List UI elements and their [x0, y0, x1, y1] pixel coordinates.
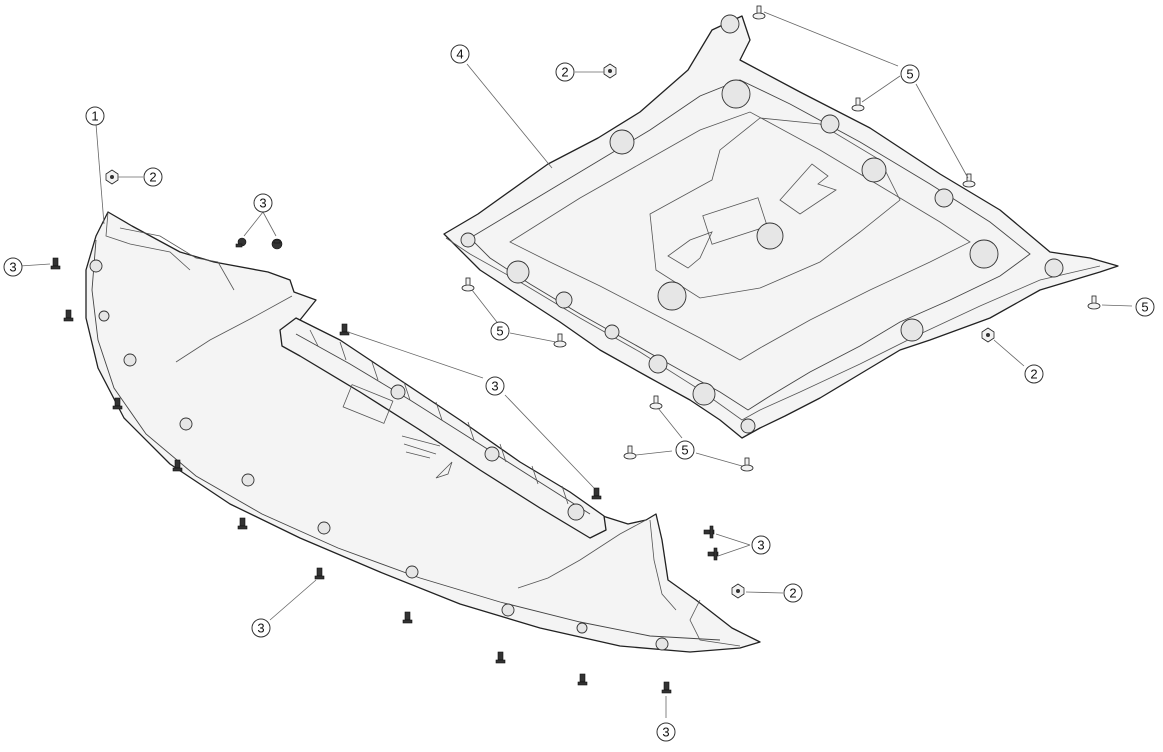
callout-label: 3 [662, 725, 669, 740]
callout-1: 1 [85, 106, 105, 126]
push-clip [235, 237, 247, 248]
flange-nut [105, 169, 119, 185]
callout-label: 4 [456, 47, 463, 62]
callout-3: 3 [251, 618, 271, 638]
callout-label: 5 [681, 443, 688, 458]
push-clip [63, 309, 74, 322]
push-clip [172, 459, 183, 472]
push-clip [707, 547, 719, 561]
callout-3: 3 [253, 193, 273, 213]
callout-label: 5 [496, 324, 503, 339]
callout-label: 5 [1141, 300, 1148, 315]
push-clip [271, 238, 283, 250]
stud-clip [740, 457, 754, 472]
callout-3: 3 [3, 257, 23, 277]
callout-3: 3 [656, 722, 676, 742]
callout-3: 3 [751, 535, 771, 555]
push-clip [577, 673, 588, 686]
callout-label: 2 [789, 586, 796, 601]
callout-2: 2 [783, 583, 803, 603]
callout-5: 5 [675, 440, 695, 460]
callout-label: 2 [1030, 367, 1037, 382]
callout-label: 2 [149, 170, 156, 185]
callout-5: 5 [490, 321, 510, 341]
callout-label: 1 [91, 109, 98, 124]
stud-clip [752, 5, 766, 20]
center-reinforcement-bar [279, 317, 607, 539]
push-clip [50, 257, 61, 270]
fasteners [50, 5, 1101, 694]
callout-label: 3 [757, 538, 764, 553]
push-clip [495, 651, 506, 664]
callout-2: 2 [1024, 364, 1044, 384]
push-clip [703, 525, 715, 539]
callout-2: 2 [555, 62, 575, 82]
push-clip [661, 681, 672, 694]
callout-label: 3 [259, 196, 266, 211]
callout-label: 3 [491, 379, 498, 394]
push-clip [237, 517, 248, 530]
push-clip [591, 487, 602, 500]
callout-label: 3 [257, 621, 264, 636]
push-clip [402, 611, 413, 624]
stud-clip [962, 173, 976, 188]
callout-3: 3 [485, 376, 505, 396]
leader-lines [19, 11, 1133, 718]
callout-5: 5 [900, 64, 920, 84]
flange-nut [981, 327, 995, 343]
callout-label: 3 [9, 260, 16, 275]
flange-nut [603, 63, 617, 79]
callout-4: 4 [450, 44, 470, 64]
stud-clip [1087, 295, 1101, 310]
stud-clip [553, 333, 567, 348]
stud-clip [851, 97, 865, 112]
stud-clip [649, 395, 663, 410]
callout-5: 5 [1135, 297, 1155, 317]
callout-label: 5 [906, 67, 913, 82]
push-clip [314, 567, 325, 580]
callout-label: 2 [561, 65, 568, 80]
stud-clip [461, 277, 475, 292]
push-clip [112, 397, 123, 410]
flange-nut [731, 583, 745, 599]
stud-clip [623, 445, 637, 460]
push-clip [339, 323, 350, 336]
rear-underbody-shield [443, 14, 1119, 439]
callout-2: 2 [143, 167, 163, 187]
